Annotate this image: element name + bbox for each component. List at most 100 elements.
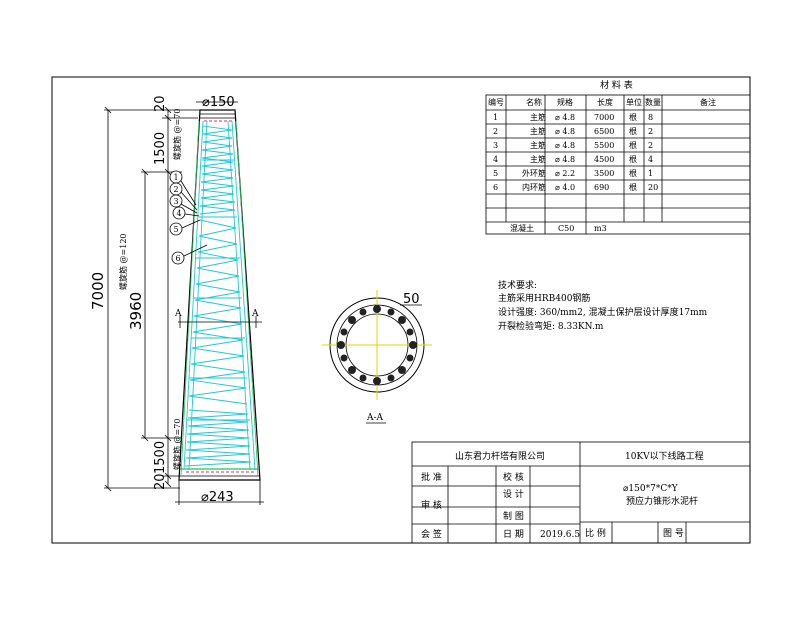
svg-text:校 核: 校 核	[503, 471, 524, 483]
section-mark-right: A	[251, 309, 259, 319]
svg-text:3: 3	[173, 197, 178, 206]
section-view: 50 A-A	[322, 290, 432, 424]
materials-title: 材 料 表	[600, 79, 633, 91]
svg-text:3500: 3500	[594, 169, 614, 178]
svg-text:⌀ 4.0: ⌀ 4.0	[555, 183, 575, 192]
dim-bottom-zone: 1500	[153, 441, 168, 474]
svg-text:⌀ 4.8: ⌀ 4.8	[555, 127, 575, 136]
section-radius: 50	[403, 292, 420, 307]
table-row: 4 主筋 ⌀ 4.8 4500 根 4	[493, 154, 653, 164]
section-mark-left: A	[174, 309, 182, 319]
svg-text:比 例: 比 例	[585, 527, 606, 539]
svg-text:编号: 编号	[488, 97, 504, 107]
dim-bottom-gap: 20	[153, 473, 168, 490]
svg-text:2: 2	[648, 141, 653, 150]
notes-title: 技术要求:	[498, 279, 537, 291]
svg-text:混凝土: 混凝土	[510, 223, 534, 233]
svg-text:20: 20	[648, 183, 658, 192]
svg-text:2: 2	[648, 127, 653, 136]
svg-text:图 号: 图 号	[663, 528, 684, 539]
svg-text:2: 2	[173, 185, 178, 194]
svg-text:根: 根	[629, 182, 637, 192]
product-name: 预应力锥形水泥杆	[626, 495, 698, 507]
callout-4	[172, 206, 186, 220]
pole-elevation: A A	[174, 109, 262, 481]
materials-rows: 1 主筋 ⌀ 4.8 7000 根 8 2 主筋 ⌀ 4.8 6500 根 2 …	[493, 112, 658, 233]
dim-mid-zone: 3960	[127, 292, 145, 330]
svg-text:设计强度: 360/mm2, 混凝土保护层设计厚度17mm: 设计强度: 360/mm2, 混凝土保护层设计厚度17mm	[498, 306, 708, 318]
sheet-frame	[51, 76, 751, 544]
svg-text:4: 4	[176, 209, 181, 218]
svg-text:C50: C50	[558, 224, 574, 233]
project-name: 10KV以下线路工程	[625, 450, 704, 462]
table-row: 6 内环筋 ⌀ 4.0 690 根 20	[493, 182, 658, 192]
svg-text:长度: 长度	[597, 97, 613, 107]
svg-text:批 准: 批 准	[421, 471, 442, 483]
svg-text:3: 3	[493, 141, 498, 150]
svg-text:主筋采用HRB400钢筋: 主筋采用HRB400钢筋	[498, 292, 590, 304]
svg-text:⌀ 4.8: ⌀ 4.8	[555, 113, 575, 122]
svg-text:4500: 4500	[594, 155, 614, 164]
svg-text:备注: 备注	[700, 97, 716, 107]
callout-labels: 1 2 3 4 5 6	[173, 173, 181, 263]
table-row: 3 主筋 ⌀ 4.8 5500 根 2	[493, 140, 653, 150]
svg-text:主筋: 主筋	[530, 126, 546, 136]
svg-text:⌀ 4.8: ⌀ 4.8	[555, 155, 575, 164]
dim-bottom-zone-note: 螺旋筋 @=70	[172, 419, 182, 470]
dim-total-length: 7000	[89, 272, 107, 310]
svg-text:8: 8	[648, 113, 653, 122]
svg-text:5500: 5500	[594, 141, 614, 150]
table-row: 5 外环筋 ⌀ 2.2 3500 根 1	[493, 168, 653, 178]
svg-text:6: 6	[493, 183, 498, 192]
company-name: 山东君力杆塔有限公司	[455, 450, 545, 462]
svg-text:6: 6	[175, 254, 180, 263]
table-row: 2 主筋 ⌀ 4.8 6500 根 2	[493, 126, 653, 136]
svg-text:⌀ 2.2: ⌀ 2.2	[555, 169, 575, 178]
rebar-dots	[337, 305, 417, 385]
svg-text:690: 690	[594, 183, 609, 192]
materials-table	[485, 94, 751, 235]
bottom-diameter: ⌀243	[201, 490, 234, 505]
svg-text:数量: 数量	[645, 97, 661, 107]
svg-text:审 核: 审 核	[421, 499, 442, 511]
rebar-lines	[183, 120, 256, 471]
title-block-text: 山东君力杆塔有限公司 10KV以下线路工程 批 准 校 核 审 核 设 计 制 …	[421, 450, 704, 540]
svg-text:根: 根	[629, 112, 637, 122]
callout-6	[171, 251, 185, 265]
svg-text:制 图: 制 图	[503, 510, 524, 522]
svg-text:2: 2	[493, 127, 498, 136]
callout-5	[169, 222, 183, 236]
svg-text:内环筋: 内环筋	[522, 182, 546, 192]
dim-top-gap: 20	[153, 95, 168, 112]
svg-text:1: 1	[648, 169, 653, 178]
svg-text:6500: 6500	[594, 127, 614, 136]
svg-text:4: 4	[648, 155, 653, 164]
top-diameter: ⌀150	[202, 95, 235, 110]
svg-text:主筋: 主筋	[530, 140, 546, 150]
callout-3	[169, 194, 183, 208]
title-block	[411, 441, 751, 544]
concrete-row: 混凝土 C50 m3	[510, 223, 607, 233]
tech-notes: 技术要求: 主筋采用HRB400钢筋 设计强度: 360/mm2, 混凝土保护层…	[498, 279, 708, 332]
svg-text:5: 5	[493, 169, 498, 178]
svg-text:外环筋: 外环筋	[522, 168, 546, 178]
dimension-lines	[104, 106, 200, 492]
svg-text:根: 根	[629, 168, 637, 178]
svg-text:1: 1	[493, 113, 498, 122]
table-row: 1 主筋 ⌀ 4.8 7000 根 8	[493, 112, 653, 122]
dim-top-zone: 1500	[153, 132, 168, 165]
svg-text:5: 5	[173, 225, 178, 234]
svg-text:主筋: 主筋	[530, 154, 546, 164]
callouts	[169, 170, 208, 265]
svg-text:7000: 7000	[594, 113, 614, 122]
section-label: A-A	[366, 413, 384, 423]
svg-text:m3: m3	[594, 224, 607, 233]
svg-text:日 期: 日 期	[503, 529, 524, 540]
svg-text:根: 根	[629, 140, 637, 150]
materials-headers: 编号 名称 规格 长度 单位 数量 备注	[488, 97, 716, 107]
svg-text:单位: 单位	[626, 97, 642, 107]
svg-text:规格: 规格	[557, 97, 573, 107]
product-code: ⌀150*7*C*Y	[623, 484, 679, 494]
svg-text:开裂检验弯矩: 8.33KN.m: 开裂检验弯矩: 8.33KN.m	[498, 320, 604, 332]
